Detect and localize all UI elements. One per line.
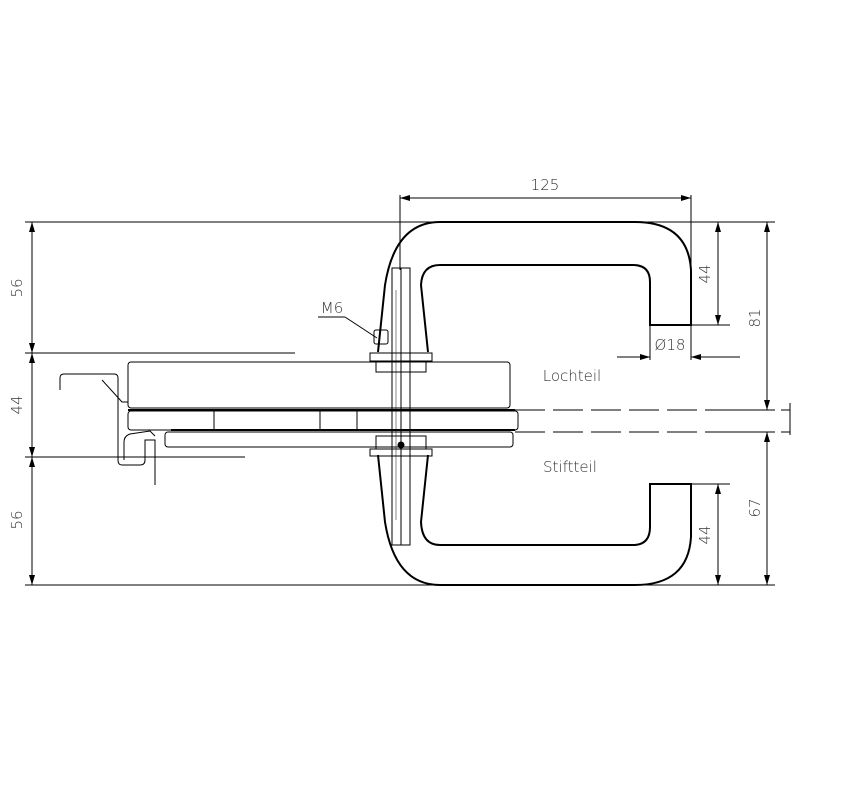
dim-right-top-total: 81	[746, 308, 764, 327]
rosettes	[369, 329, 433, 457]
dim-screw: M6	[321, 299, 344, 317]
dim-left-door: 44	[8, 395, 26, 414]
extension-lines	[25, 195, 775, 586]
dimension-lines	[29, 195, 770, 585]
dim-left-bottom: 56	[8, 510, 26, 529]
dim-left-top: 56	[8, 278, 26, 297]
dim-right-bottom-total: 67	[746, 498, 764, 517]
spindle	[391, 267, 411, 546]
dim-right-bottom-leg: 44	[696, 525, 714, 544]
label-stiftteil: Stiftteil	[543, 458, 597, 476]
handle-lochteil	[377, 221, 692, 353]
dim-right-top-leg: 44	[696, 264, 714, 283]
dim-handle-length: 125	[531, 176, 560, 194]
dim-diameter: Ø18	[655, 336, 686, 354]
handle-stiftteil	[377, 454, 692, 586]
door-section	[59, 361, 791, 485]
label-lochteil: Lochteil	[543, 367, 601, 385]
